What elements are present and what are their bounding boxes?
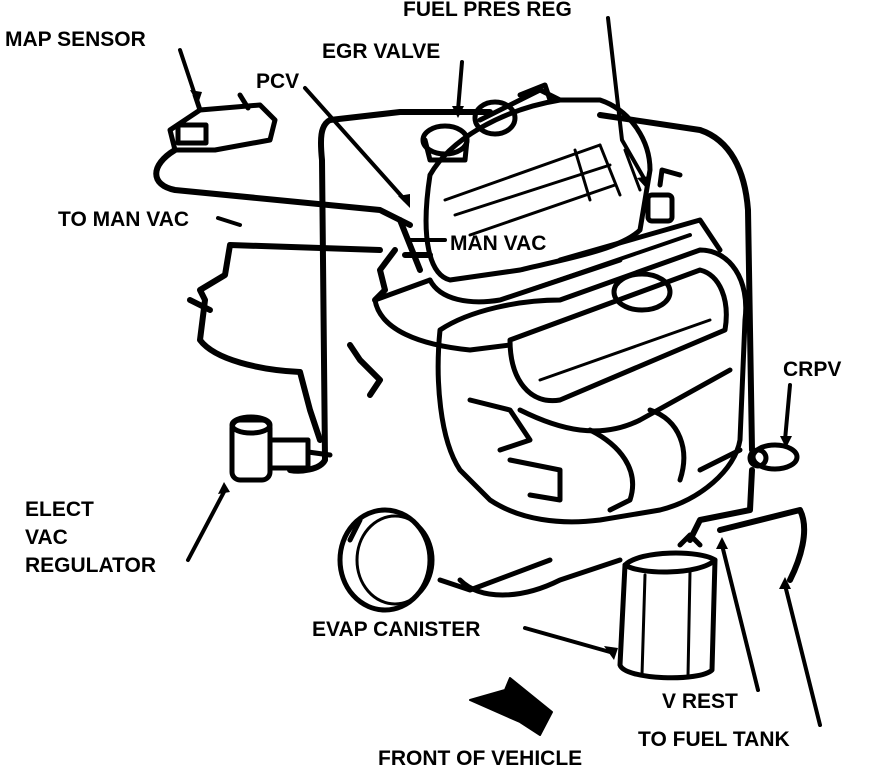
crpv-part [747, 442, 800, 472]
label-map-sensor: MAP SENSOR [5, 28, 146, 51]
label-egr-valve: EGR VALVE [322, 40, 441, 63]
label-elect-vac-regulator-line2: VAC [25, 526, 68, 549]
engine-block [435, 247, 749, 525]
label-elect-vac-regulator-line3: REGULATOR [25, 554, 157, 577]
evap-canister-part [617, 532, 718, 681]
leader-lines [178, 16, 822, 727]
egr-valve-part [420, 123, 470, 163]
label-man-vac: MAN VAC [450, 232, 547, 255]
label-to-fuel-tank: TO FUEL TANK [638, 728, 790, 751]
label-crpv: CRPV [783, 358, 842, 381]
label-evap-canister: EVAP CANISTER [312, 618, 481, 641]
fuel-pressure-regulator-part [645, 167, 683, 224]
label-v-rest: V REST [662, 690, 738, 713]
label-pcv: PCV [256, 70, 300, 93]
label-front-of-vehicle: FRONT OF VEHICLE [378, 747, 583, 770]
front-arrow-icon [469, 677, 553, 736]
label-fuel-pres-reg: FUEL PRES REG [403, 0, 572, 21]
vacuum-hoses [153, 109, 808, 583]
label-to-man-vac: TO MAN VAC [58, 208, 190, 231]
map-sensor-part [167, 92, 278, 153]
crank-pulley [337, 507, 623, 613]
label-elect-vac-regulator-line1: ELECT [25, 498, 94, 521]
intake-manifold [372, 82, 723, 353]
leader-arrowheads [190, 90, 792, 660]
